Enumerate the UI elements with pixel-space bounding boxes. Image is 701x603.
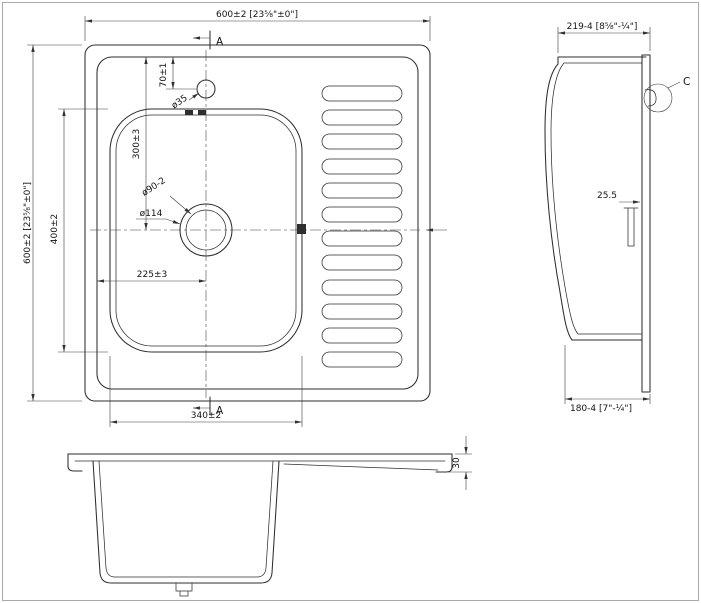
front-bowl-inner [98, 460, 274, 578]
dim-overall-depth-label: 219-4 [8⅝"-¼"] [567, 22, 638, 32]
rib [321, 230, 403, 247]
dim-overall-depth: 219-4 [8⅝"-¼"] [557, 22, 651, 53]
rib [321, 303, 403, 320]
dim-drain-from-top-label: 300±3 [132, 129, 142, 159]
front-right-cap [435, 453, 453, 473]
sink-outer-outline [84, 44, 431, 402]
dim-edge-height-label: 30 [452, 457, 462, 469]
dim-faucet-offset-label: 70±1 [159, 63, 169, 88]
rib [321, 279, 403, 296]
rib [321, 254, 403, 271]
dim-drain-hole-label: ø90-2 [140, 176, 167, 199]
dim-edge-height: 30 [448, 436, 472, 490]
drain-stub [175, 582, 193, 597]
rib [321, 327, 403, 344]
sink-rim-inner-outline [96, 56, 419, 390]
dim-drain-flange: ø114 [136, 209, 181, 225]
side-profile-outer [544, 56, 647, 341]
side-profile-inner [550, 62, 643, 335]
dim-overall-height-label: 600±2 [23⅝"±0"] [23, 182, 33, 264]
leader-line [165, 218, 181, 225]
dim-bottom-depth-label: 180-4 [7"-¼"] [570, 404, 632, 414]
extension-lines [109, 356, 303, 427]
dim-bowl-width: 340±2 [109, 356, 303, 427]
detail-circle [643, 83, 673, 113]
drainboard-underside [283, 463, 439, 471]
rib [321, 182, 403, 199]
detail-label: C [683, 76, 690, 88]
front-left-cap [67, 453, 83, 472]
dim-bottom-depth: 180-4 [7"-¼"] [564, 345, 651, 414]
dim-bowl-length-label: 400±2 [50, 214, 60, 244]
side-view: 219-4 [8⅝"-¼"] 25.5 C 180-4 [7"-¼"] [544, 22, 690, 414]
deck-mark-left [185, 110, 193, 115]
drainboard-ribs [321, 85, 403, 368]
rib [321, 206, 403, 223]
dim-overall-width: 600±2 [23⅝"±0"] [84, 10, 431, 41]
rib [321, 133, 403, 150]
dim-bowl-width-label: 340±2 [191, 411, 221, 421]
front-view: 30 [67, 436, 472, 597]
front-bowl-outer [92, 460, 280, 584]
dim-drain-from-left: 225±3 [97, 270, 206, 283]
dim-bowl-length: 400±2 [50, 108, 108, 353]
dim-overall-height: 600±2 [23⅝"±0"] [23, 44, 82, 402]
overflow-mark [297, 224, 306, 234]
deck-mark-right [198, 110, 206, 115]
rib [321, 158, 403, 175]
dim-overall-width-label: 600±2 [23⅝"±0"] [216, 10, 298, 20]
section-label-top: A [216, 36, 224, 48]
leader-line [188, 92, 200, 101]
side-edge-panel [641, 54, 651, 393]
dim-faucet-offset: 70±1 [159, 57, 196, 90]
mounting-clip [623, 207, 639, 247]
extension-lines [564, 345, 651, 404]
extension-lines [448, 453, 472, 473]
dim-clip-offset: 25.5 [597, 191, 640, 247]
dim-drain-from-top: 300±3 [132, 57, 148, 230]
dim-drain-flange-label: ø114 [140, 209, 163, 219]
section-marker-bottom: A [193, 396, 224, 417]
leader-line [667, 81, 681, 89]
extension-lines [58, 108, 108, 353]
section-label-bottom: A [216, 405, 224, 417]
section-marker-top: A [193, 30, 224, 50]
plan-view: 600±2 [23⅝"±0"] 600±2 [23⅝"±0"] 70±1 ø35… [23, 10, 447, 427]
dim-drain-from-left-label: 225±3 [137, 270, 167, 280]
rim-hook-profile [644, 89, 657, 107]
leader-line [169, 195, 192, 215]
rib [321, 85, 403, 102]
rib [321, 109, 403, 126]
extension-lines [27, 44, 82, 402]
detail-marker-c: C [643, 76, 690, 113]
dim-clip-offset-label: 25.5 [597, 191, 617, 201]
centerlines [90, 50, 420, 398]
rib [321, 351, 403, 368]
